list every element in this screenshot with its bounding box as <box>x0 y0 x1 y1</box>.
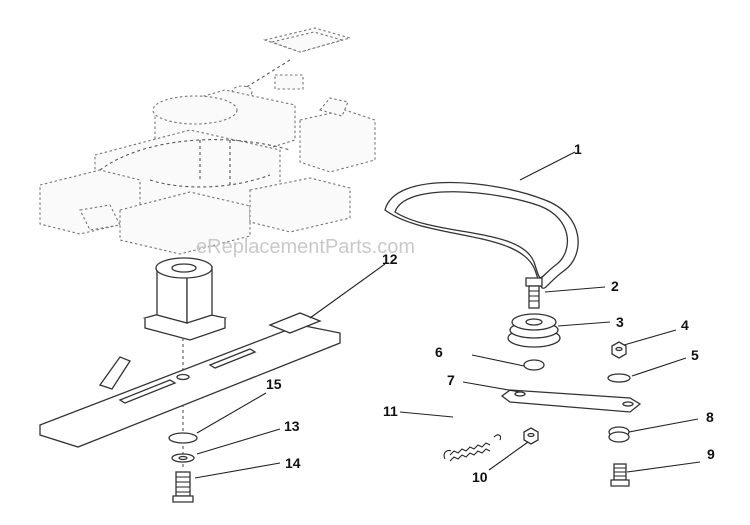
pulley-3 <box>507 313 561 348</box>
idler-arm-7 <box>500 389 642 413</box>
callout-2: 2 <box>611 278 619 294</box>
bolt-2 <box>525 277 543 309</box>
callout-11: 11 <box>383 403 398 419</box>
callout-14: 14 <box>285 455 301 471</box>
bushing-8 <box>608 426 630 443</box>
callout-7: 7 <box>447 372 455 388</box>
bolt-9 <box>610 463 630 487</box>
nut-10 <box>523 427 539 445</box>
callout-6: 6 <box>435 344 443 360</box>
spring-11 <box>443 434 502 462</box>
callout-13: 13 <box>284 418 300 434</box>
callout-10: 10 <box>472 469 488 485</box>
watermark: eReplacementParts.com <box>196 236 415 258</box>
washer-5 <box>607 373 631 383</box>
bolt-14 <box>172 471 194 503</box>
callout-12: 12 <box>382 251 398 267</box>
leader-lines <box>194 151 701 479</box>
callout-8: 8 <box>706 409 714 425</box>
blade-adapter <box>142 257 228 341</box>
callout-9: 9 <box>707 446 715 462</box>
callout-4: 4 <box>681 317 689 333</box>
washer-15 <box>168 432 198 444</box>
engine-illustration <box>39 27 376 255</box>
nut-4 <box>611 341 627 359</box>
washer-13-hole <box>178 455 188 461</box>
mower-blade <box>39 312 341 448</box>
spacer-6 <box>523 359 545 371</box>
callout-1: 1 <box>574 141 582 157</box>
v-belt <box>384 181 579 289</box>
callout-3: 3 <box>616 314 624 330</box>
callout-15: 15 <box>266 376 282 392</box>
callout-5: 5 <box>691 347 699 363</box>
